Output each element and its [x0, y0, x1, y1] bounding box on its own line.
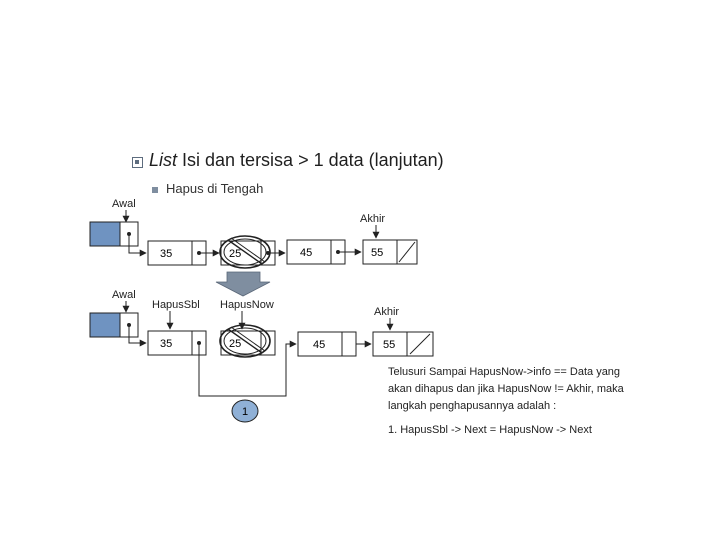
transition-down-arrow — [215, 271, 271, 297]
bottom-list: Awal HapusSbl 35 HapusNow 25 — [89, 289, 434, 423]
bottom-node-25-deleted: 25 — [219, 324, 276, 358]
top-akhir-label: Akhir — [360, 213, 385, 225]
title-bullet — [132, 157, 143, 168]
description-line-3: langkah penghapusannya adalah : — [388, 400, 557, 412]
title-rest: Isi dan tersisa > 1 data (lanjutan) — [177, 150, 444, 170]
bottom-node-45: 45 — [297, 331, 357, 357]
description-step-1: 1. HapusSbl -> Next = HapusNow -> Next — [388, 424, 592, 436]
top-node-25-value: 25 — [229, 248, 241, 260]
top-node-35: 35 — [147, 240, 207, 266]
bottom-head-node — [89, 312, 139, 338]
bottom-head-link — [128, 327, 147, 347]
bypass-link — [198, 340, 297, 397]
top-head-node — [89, 221, 139, 247]
bottom-akhir-label: Akhir — [374, 306, 399, 318]
bottom-node-55-tail: 55 — [372, 331, 434, 357]
description-line-2: akan dihapus dan jika HapusNow != Akhir,… — [388, 383, 624, 395]
bottom-node-35: 35 — [147, 330, 207, 356]
top-node-45: 45 — [286, 239, 346, 265]
bottom-awal-label: Awal — [112, 289, 136, 301]
bottom-node-45-value: 45 — [313, 339, 325, 351]
top-node-55-tail: 55 — [362, 239, 418, 265]
top-node-35-value: 35 — [160, 248, 172, 260]
slide-title: List Isi dan tersisa > 1 data (lanjutan) — [149, 150, 444, 171]
hapussbl-label: HapusSbl — [152, 299, 200, 311]
bottom-node-55-value: 55 — [383, 339, 395, 351]
top-list: Awal 35 25 4 — [89, 198, 418, 269]
top-awal-label: Awal — [112, 198, 136, 210]
title-italic: List — [149, 150, 178, 170]
slide-subtitle: Hapus di Tengah — [166, 181, 264, 196]
step-marker-label: 1 — [242, 406, 248, 418]
bottom-node-25-value: 25 — [229, 338, 241, 350]
step-marker: 1 — [231, 399, 259, 423]
top-head-link — [128, 236, 147, 257]
bottom-node-35-value: 35 — [160, 338, 172, 350]
top-node-45-value: 45 — [300, 247, 312, 259]
top-node-55-value: 55 — [371, 247, 383, 259]
top-node-25-deleted: 25 — [219, 235, 276, 269]
subtitle-bullet — [152, 187, 158, 193]
hapusnow-label: HapusNow — [220, 299, 274, 311]
description-line-1: Telusuri Sampai HapusNow->info == Data y… — [388, 366, 621, 378]
